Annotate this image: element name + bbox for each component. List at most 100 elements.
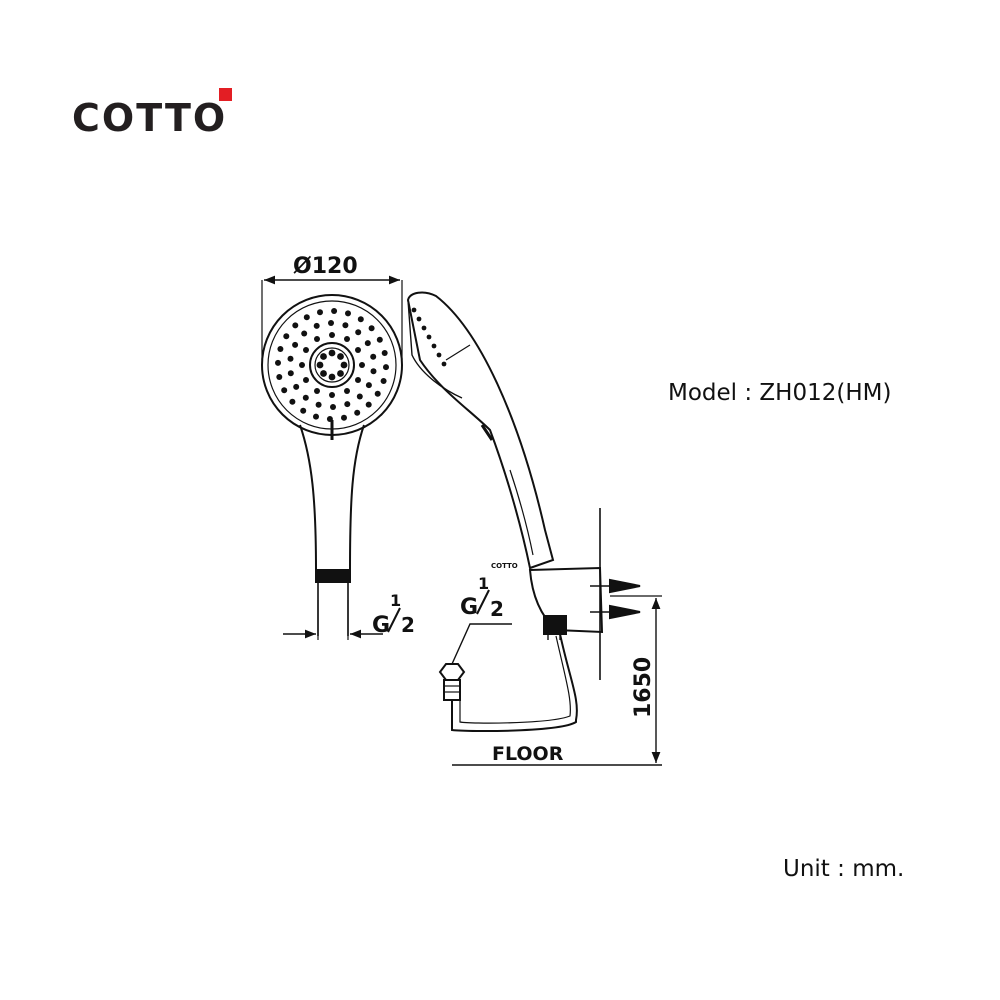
side-nozzle-dot (411, 307, 417, 313)
nozzle-dot (328, 320, 334, 326)
side-nozzle-dot (416, 316, 422, 322)
height-label: 1650 (631, 657, 656, 718)
screw-upper (590, 578, 641, 594)
nozzle-dot (354, 409, 361, 416)
nozzle-dot (315, 401, 322, 408)
thread-side-slash (476, 589, 490, 615)
hex-connector (438, 663, 466, 681)
nozzle-dot (365, 382, 372, 389)
nozzle-dot (329, 332, 335, 338)
nozzle-dot (292, 322, 299, 329)
spray-nozzles (275, 308, 389, 422)
nozzle-dot (380, 378, 387, 384)
handle-connector (315, 569, 351, 583)
nozzle-dot (289, 398, 296, 405)
nozzle-dot (313, 322, 320, 329)
face-line (445, 344, 471, 361)
nozzle-dot (344, 388, 350, 394)
handle-outline (299, 424, 365, 571)
center-nozzle-dot (320, 370, 327, 377)
nozzle-dot (303, 314, 310, 321)
side-nozzle-dot (421, 325, 427, 331)
logo-text: COTTO (72, 96, 228, 140)
side-nozzle-dot (436, 352, 442, 358)
center-nozzle-dot (340, 361, 348, 369)
side-nozzles (411, 307, 447, 367)
nozzle-dot (276, 374, 283, 380)
nozzle-dot (355, 329, 362, 336)
handle-logo: COTTO (491, 562, 518, 570)
nozzle-dot (355, 347, 361, 353)
cotto-logo: COTTO (72, 88, 232, 140)
nozzle-dot (301, 330, 308, 337)
side-nozzle-dot (426, 334, 432, 340)
thread-leader-line (451, 623, 512, 665)
nozzle-dot (344, 401, 351, 408)
handset-profile (406, 291, 555, 570)
center-nozzle-dot (328, 373, 336, 381)
nozzle-dot (287, 370, 294, 377)
nozzle-dot (314, 388, 320, 394)
nozzle-dot (376, 336, 383, 343)
nozzle-dot (303, 347, 309, 353)
thread-front-main: G (372, 613, 390, 638)
face-profile (407, 299, 463, 399)
thread-label-front: G 1 2 (372, 591, 415, 638)
center-ring-outer (309, 342, 355, 388)
center-nozzle-dot (320, 353, 327, 360)
nozzle-dot (331, 308, 338, 314)
nozzle-dot (345, 310, 351, 317)
nozzle-dot (313, 413, 319, 420)
center-ring-inner (314, 347, 350, 383)
thread-side-main: G (460, 595, 478, 620)
center-nozzle-dot (316, 361, 324, 369)
nozzle-dot (370, 353, 377, 360)
center-nozzle-dot (337, 370, 344, 377)
side-view (406, 291, 662, 766)
screw-lower (590, 604, 641, 620)
nozzle-dot (374, 390, 381, 397)
side-nozzle-dot (431, 343, 437, 349)
nozzle-dot (275, 359, 281, 366)
nozzle-dot (381, 350, 388, 356)
nozzle-dot (357, 316, 364, 323)
thread-side-den: 2 (490, 597, 504, 621)
model-label: Model : ZH012(HM) (668, 380, 892, 406)
thread-front-num: 1 (390, 591, 401, 610)
nozzle-dot (356, 393, 363, 400)
nozzle-dot (344, 336, 350, 342)
hose-line-outer (451, 633, 578, 733)
connector-body (443, 679, 461, 701)
side-switch (480, 424, 494, 441)
nozzle-dot (370, 368, 377, 375)
nozzle-dot (329, 392, 335, 398)
nozzle-dot (283, 333, 290, 340)
nozzle-dot (314, 336, 320, 342)
nozzle-dot (330, 404, 336, 410)
nozzle-dot (302, 394, 309, 401)
shower-head-outline (261, 294, 403, 436)
nozzle-dot (368, 325, 375, 332)
diameter-label: Ø120 (293, 254, 358, 279)
hose-fitting (543, 615, 567, 635)
nozzle-dot (293, 383, 300, 390)
nozzle-dot (300, 407, 307, 414)
thread-side-num: 1 (478, 574, 489, 593)
nozzle-dot (317, 309, 323, 316)
center-nozzle-dot (337, 353, 344, 360)
nozzle-dot (341, 414, 347, 421)
nozzle-dot (383, 364, 389, 371)
nozzle-dot (287, 355, 294, 362)
connector-thread (317, 582, 349, 636)
nozzle-dot (281, 387, 288, 394)
thread-front-den: 2 (401, 613, 415, 637)
nozzle-dot (365, 401, 372, 408)
thread-label-side: G 1 2 (460, 574, 504, 621)
logo-red-square (219, 88, 232, 101)
nozzle-dot (355, 377, 361, 383)
hose-line-inner (459, 635, 571, 724)
nozzle-dot (292, 341, 299, 348)
thread-front-slash (387, 607, 401, 633)
floor-label: FLOOR (492, 743, 564, 765)
